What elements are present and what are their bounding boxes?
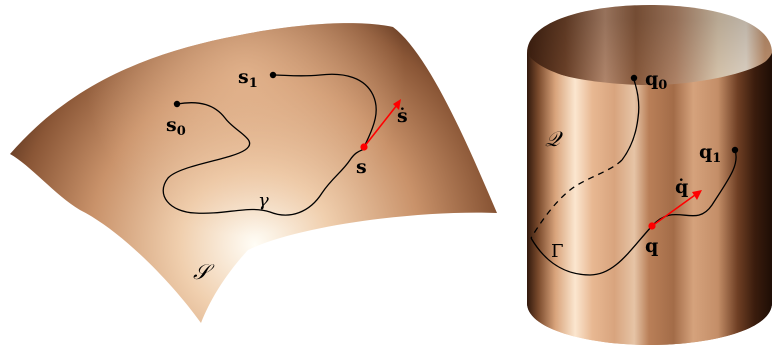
curve-gamma-hidden xyxy=(530,159,623,239)
label-cylinder-q: 𝒬 xyxy=(545,127,563,151)
point-q1-marker xyxy=(731,146,739,154)
cylinder-inner-shade xyxy=(527,5,772,85)
velocity-arrowhead-qdot xyxy=(692,190,702,200)
label-q1: q1 xyxy=(699,141,721,166)
label-s: s xyxy=(356,156,367,178)
label-s1: s1 xyxy=(238,66,258,91)
label-qdot: q̇ xyxy=(675,176,688,198)
velocity-arrow-qdot xyxy=(651,194,696,227)
point-q-marker xyxy=(648,222,656,230)
point-s1-marker xyxy=(269,71,277,79)
curve-gamma-upper xyxy=(621,79,640,161)
point-s-marker xyxy=(360,143,368,151)
surface-s-upper-glow xyxy=(10,23,497,324)
velocity-arrowhead-sdot xyxy=(393,99,401,110)
velocity-arrow-sdot xyxy=(363,104,398,148)
curve-gamma xyxy=(162,73,377,216)
cylinder-q: q0 q1 q q̇ 𝒬 Γ xyxy=(527,5,772,345)
label-q: q xyxy=(645,235,658,257)
point-s0-marker xyxy=(173,100,181,108)
cylinder-front-wall xyxy=(527,53,772,345)
point-q0-marker xyxy=(630,74,638,82)
label-s0: s0 xyxy=(166,114,186,139)
label-big-gamma: Γ xyxy=(551,241,564,262)
label-q0: q0 xyxy=(645,68,667,93)
label-sdot: ṡ xyxy=(397,105,408,127)
label-gamma: γ xyxy=(258,190,269,211)
surface-s: s0 s1 s ṡ γ 𝒮 xyxy=(10,23,497,324)
